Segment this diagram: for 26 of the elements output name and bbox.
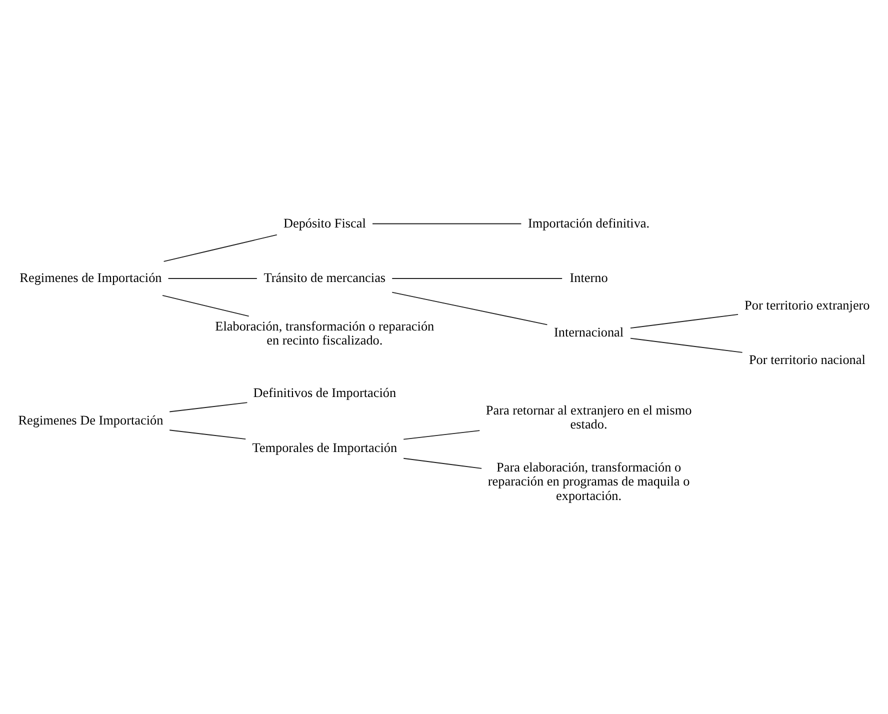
connector — [403, 430, 480, 440]
connector — [163, 234, 278, 262]
connector — [372, 223, 522, 224]
node-text: Temporales de Importación — [252, 440, 398, 455]
connector — [168, 278, 258, 279]
node-text: Por territorio nacional — [748, 352, 866, 368]
node-text: Tránsito de mercancias — [264, 270, 386, 285]
node-text: Regimenes de Importación — [20, 270, 162, 285]
connector — [630, 314, 739, 329]
node-text: Internacional — [554, 324, 624, 340]
connector — [403, 458, 482, 469]
node-text: Interno — [570, 270, 608, 285]
connector — [392, 292, 548, 326]
connector — [630, 338, 743, 353]
node-text: Regimenes De Importación — [18, 412, 164, 428]
node-text: Para elaboración, transformación o reparación en programas de maquila o exportación. — [488, 460, 690, 503]
node-text: Para retornar al extranjero en el mismo estado. — [486, 402, 692, 432]
connector — [169, 430, 246, 440]
node-text: Importación definitiva. — [528, 215, 650, 230]
connector — [169, 402, 248, 412]
connector — [392, 278, 563, 279]
node-text: Por territorio extranjero — [744, 297, 870, 312]
connector — [162, 295, 250, 317]
node-text: Elaboración, transformación o reparación en recinto fiscalizado. — [215, 318, 434, 348]
node-text: Depósito Fiscal — [283, 215, 366, 230]
node-text: Definitivos de Importación — [253, 385, 396, 400]
